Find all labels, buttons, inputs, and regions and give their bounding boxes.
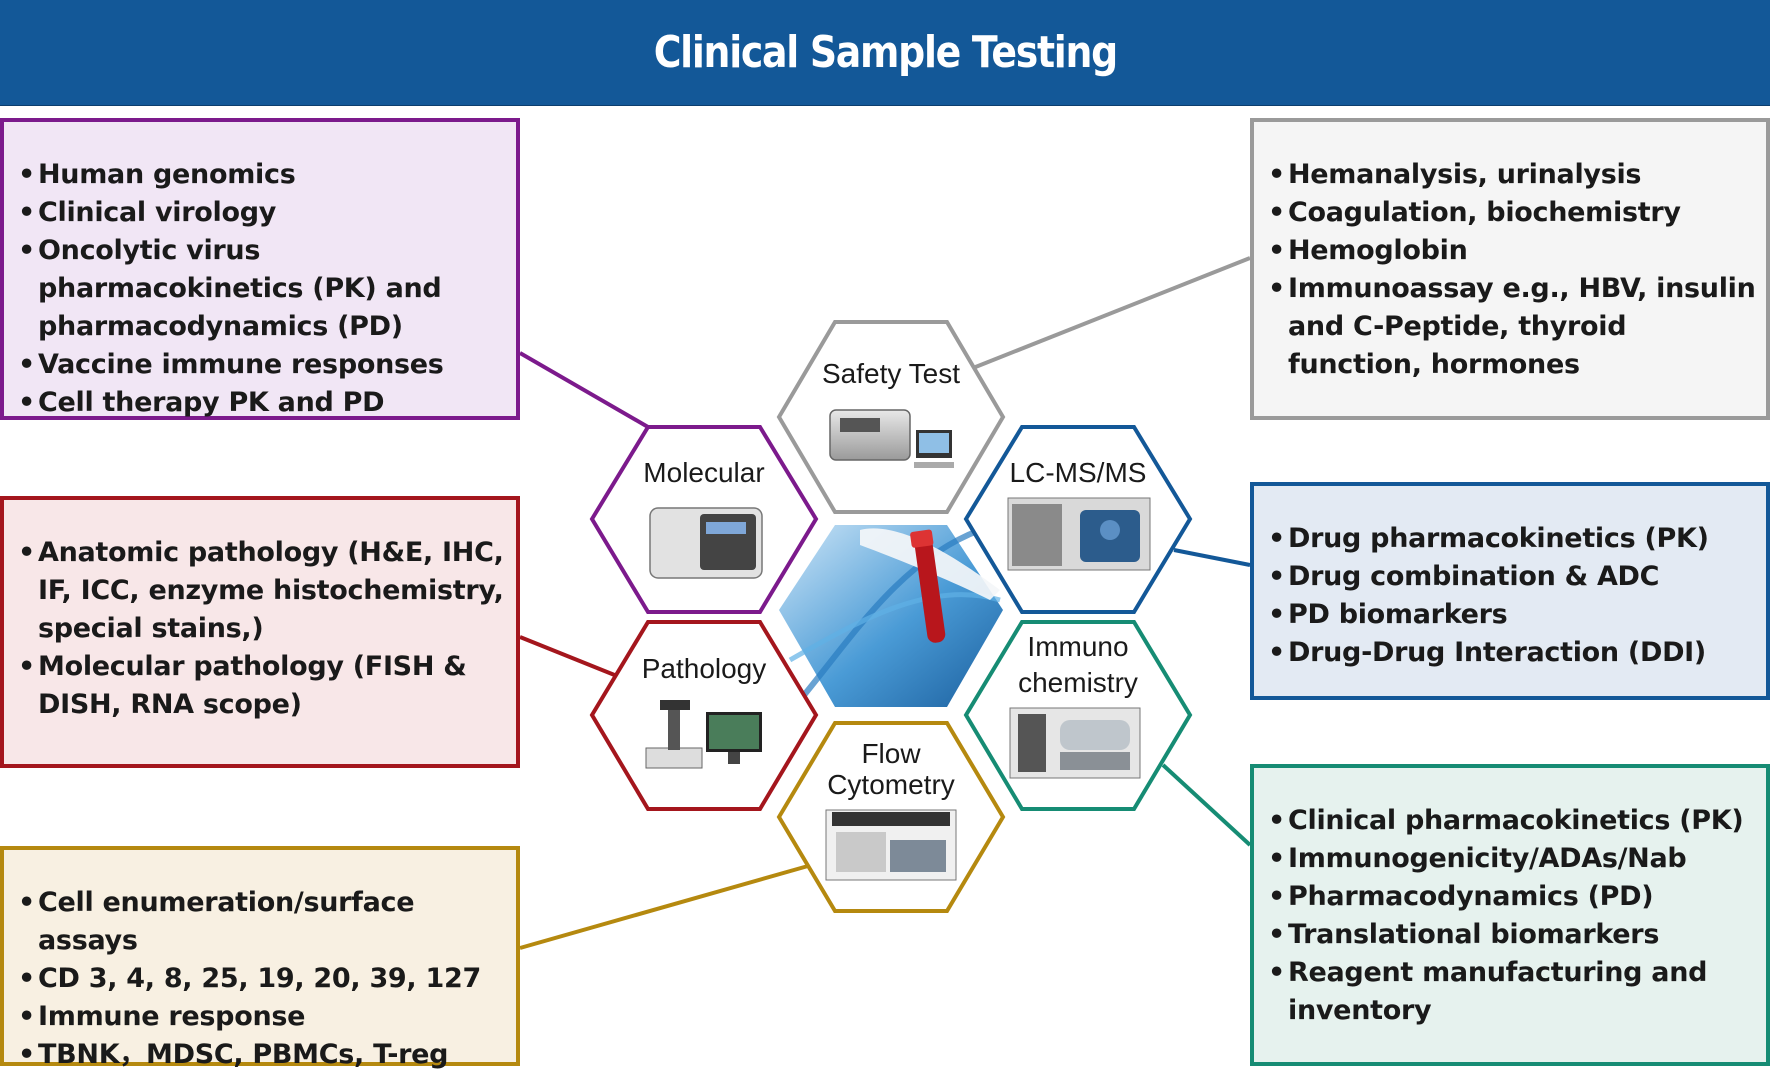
- pathology-info-box: Anatomic pathology (H&E, IHC, IF, ICC, e…: [0, 496, 520, 768]
- microscope-icon: [645, 700, 762, 769]
- flow-cytometry-hexagon: Flow Cytometry: [776, 721, 1006, 913]
- list-item: Molecular pathology (FISH & DISH, RNA sc…: [18, 648, 506, 724]
- immunochemistry-label-line1: Immuno: [1027, 631, 1128, 662]
- blood-tube-icon: [914, 535, 946, 643]
- safety-test-info-box: Hemanalysis, urinalysis Coagulation, bio…: [1250, 118, 1770, 420]
- list-item: Cell therapy PK and PD: [18, 384, 506, 422]
- lcms-hexagon: LC-MS/MS: [963, 425, 1193, 614]
- pathology-hexagon: Pathology: [589, 620, 819, 811]
- flow-cytometer-icon: [825, 809, 957, 881]
- connector-line-lcms: [1173, 548, 1251, 567]
- list-item: Immunogenicity/ADAs/Nab: [1268, 840, 1756, 878]
- lcms-info-box: Drug pharmacokinetics (PK) Drug combinat…: [1250, 482, 1770, 700]
- analyzer-icon: [829, 409, 954, 468]
- lcms-label: LC-MS/MS: [1010, 457, 1147, 488]
- list-item: Hemoglobin: [1268, 232, 1756, 270]
- immunoassay-analyzer-icon: [1009, 707, 1141, 779]
- safety-test-label: Safety Test: [822, 358, 960, 389]
- safety-test-hexagon: Safety Test: [776, 320, 1006, 514]
- list-item: Drug pharmacokinetics (PK): [1268, 520, 1756, 558]
- molecular-list: Human genomics Clinical virology Oncolyt…: [18, 156, 506, 422]
- pathology-label: Pathology: [642, 653, 767, 684]
- immunochemistry-info-box: Clinical pharmacokinetics (PK) Immunogen…: [1250, 764, 1770, 1066]
- connector-line-safety: [972, 256, 1251, 370]
- list-item: Hemanalysis, urinalysis: [1268, 156, 1756, 194]
- list-item: Translational biomarkers: [1268, 916, 1756, 954]
- center-hexagon: [779, 525, 1003, 707]
- list-item: Oncolytic virus pharmacokinetics (PK) an…: [18, 232, 506, 346]
- list-item: Vaccine immune responses: [18, 346, 506, 384]
- list-item: Clinical pharmacokinetics (PK): [1268, 802, 1756, 840]
- connector-line-molecular: [518, 351, 650, 429]
- list-item: Pharmacodynamics (PD): [1268, 878, 1756, 916]
- list-item: Immunoassay e.g., HBV, insulin and C-Pep…: [1268, 270, 1756, 384]
- list-item: PD biomarkers: [1268, 596, 1756, 634]
- list-item: Immune response: [18, 998, 506, 1036]
- connector-line-flow: [519, 864, 809, 950]
- safety-test-list: Hemanalysis, urinalysis Coagulation, bio…: [1268, 156, 1756, 384]
- sequencer-icon: [649, 507, 763, 579]
- lcms-list: Drug pharmacokinetics (PK) Drug combinat…: [1268, 520, 1756, 672]
- molecular-hexagon: Molecular: [589, 425, 819, 614]
- connector-line-pathology: [519, 635, 618, 678]
- list-item: Reagent manufacturing and inventory: [1268, 954, 1756, 1030]
- page-title: Clinical Sample Testing: [653, 27, 1118, 78]
- list-item: Cell enumeration/surface assays: [18, 884, 506, 960]
- header-banner: Clinical Sample Testing: [0, 0, 1770, 106]
- list-item: Clinical virology: [18, 194, 506, 232]
- list-item: Drug-Drug Interaction (DDI): [1268, 634, 1756, 672]
- molecular-info-box: Human genomics Clinical virology Oncolyt…: [0, 118, 520, 422]
- pathology-list: Anatomic pathology (H&E, IHC, IF, ICC, e…: [18, 534, 506, 724]
- list-item: Human genomics: [18, 156, 506, 194]
- connector-line-immuno: [1161, 763, 1252, 847]
- list-item: CD 3, 4, 8, 25, 19, 20, 39, 127: [18, 960, 506, 998]
- list-item: Drug combination & ADC: [1268, 558, 1756, 596]
- flow-cytometry-info-box: Cell enumeration/surface assays CD 3, 4,…: [0, 846, 520, 1074]
- mass-spectrometer-icon: [1007, 497, 1151, 571]
- immunochemistry-hexagon: Immuno chemistry: [963, 620, 1193, 811]
- list-item: TBNK，MDSC, PBMCs, T-reg: [18, 1036, 506, 1074]
- list-item: Coagulation, biochemistry: [1268, 194, 1756, 232]
- molecular-label: Molecular: [643, 457, 764, 488]
- flow-cytometry-label-line2: Cytometry: [827, 769, 955, 800]
- immunochemistry-list: Clinical pharmacokinetics (PK) Immunogen…: [1268, 802, 1756, 1030]
- flow-cytometry-list: Cell enumeration/surface assays CD 3, 4,…: [18, 884, 506, 1074]
- list-item: Anatomic pathology (H&E, IHC, IF, ICC, e…: [18, 534, 506, 648]
- immunochemistry-label-line2: chemistry: [1018, 667, 1138, 698]
- flow-cytometry-label-line1: Flow: [861, 738, 921, 769]
